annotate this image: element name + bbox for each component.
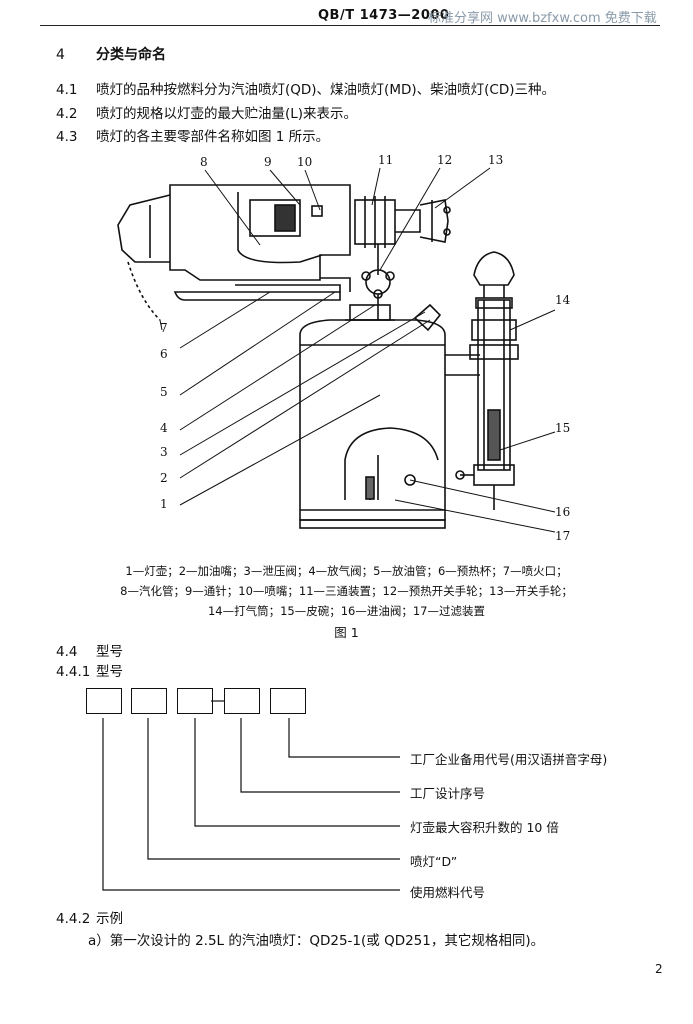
model-code-box-2 — [131, 688, 167, 714]
section-title: 分类与命名 — [96, 47, 166, 63]
blowtorch-figure: 1 2 3 4 5 6 7 8 9 10 11 12 13 14 15 16 1… — [117, 153, 571, 543]
clause-4-4: 4.4 型号 — [56, 640, 123, 660]
clause-4-1: 4.1 喷灯的品种按燃料分为汽油喷灯(QD)、煤油喷灯(MD)、柴油喷灯(CD)三… — [56, 78, 555, 98]
callout-17: 17 — [555, 529, 570, 543]
clause-number: 4.2 — [56, 106, 78, 122]
model-code-box-1 — [86, 688, 122, 714]
model-code-box-5 — [270, 688, 306, 714]
callout-4: 4 — [160, 421, 168, 435]
release-valve — [413, 303, 442, 332]
clause-text: 喷灯的各主要零部件名称如图 1 所示。 — [96, 129, 330, 145]
figure-caption-line-2: 8—汽化管；9—通针；10—喷嘴；11—三通装置；12—预热开关手轮；13—开关… — [120, 584, 573, 598]
clause-number: 4.3 — [56, 129, 78, 145]
callout-8: 8 — [200, 155, 208, 169]
header-rule — [40, 25, 660, 26]
callout-3: 3 — [160, 445, 168, 459]
nozzle-block — [249, 199, 301, 237]
callout-5: 5 — [160, 385, 168, 399]
page-number: 2 — [655, 962, 663, 976]
figure-title: 图 1 — [334, 625, 359, 640]
tank-inner-arch — [344, 427, 439, 500]
model-label-design-serial: 工厂设计序号 — [410, 786, 486, 801]
callout-1: 1 — [160, 497, 168, 511]
air-pump — [477, 299, 511, 471]
callout-15: 15 — [555, 421, 570, 435]
clause-text: 喷灯的品种按燃料分为汽油喷灯(QD)、煤油喷灯(MD)、柴油喷灯(CD)三种。 — [96, 82, 555, 98]
clause-4-3: 4.3 喷灯的各主要零部件名称如图 1 所示。 — [56, 125, 329, 145]
model-label-factory-code: 工厂企业备用代号(用汉语拼音字母) — [410, 752, 608, 767]
clause-4-2: 4.2 喷灯的规格以灯壶的最大贮油量(L)来表示。 — [56, 102, 357, 122]
callout-14: 14 — [555, 293, 571, 307]
clause-number: 4.4.1 — [56, 664, 91, 680]
clause-text: 喷灯的规格以灯壶的最大贮油量(L)来表示。 — [96, 106, 358, 122]
callout-7: 7 — [160, 321, 168, 335]
callout-6: 6 — [160, 347, 168, 361]
pump-knob — [473, 251, 515, 286]
model-code-leaders — [102, 700, 400, 891]
vaporizer-tube — [237, 192, 323, 264]
fuel-tank — [299, 319, 446, 521]
switch-handwheel — [419, 199, 449, 243]
model-code-box-4 — [224, 688, 260, 714]
clause-title: 型号 — [96, 644, 123, 660]
callout-10: 10 — [297, 155, 312, 169]
clause-number: 4.1 — [56, 82, 78, 98]
model-code-box-3 — [177, 688, 213, 714]
burner-head — [169, 184, 351, 281]
callout-9: 9 — [264, 155, 272, 169]
clause-title: 型号 — [96, 664, 123, 680]
figure-caption-line-1: 1—灯壶；2—加油嘴；3—泄压阀；4—放气阀；5—放油管；6—预热杯；7—喷火口… — [125, 564, 568, 578]
clause-number: 4.4.2 — [56, 911, 91, 927]
callout-13: 13 — [488, 153, 503, 167]
callout-12: 12 — [437, 153, 452, 167]
standard-code: QB/T 1473—2000 — [318, 8, 450, 23]
model-label-fuel-code: 使用燃料代号 — [410, 885, 486, 900]
clause-title: 示例 — [96, 911, 123, 927]
preheat-cup — [173, 291, 341, 301]
clause-4-4-1: 4.4.1 型号 — [56, 660, 123, 680]
model-label-volume: 灯壶最大容积升数的 10 倍 — [410, 820, 559, 835]
watermark: 标准分享网 www.bzfxw.com 免费下载 — [428, 11, 657, 26]
nozzle-mouth — [117, 194, 171, 263]
example-a: a）第一次设计的 2.5L 的汽油喷灯：QD25-1(或 QD251，其它规格相… — [88, 933, 545, 949]
model-label-blowtorch-d: 喷灯“D” — [410, 854, 458, 869]
callout-2: 2 — [160, 471, 168, 485]
clause-number: 4.4 — [56, 644, 78, 660]
clause-4-4-2: 4.4.2 示例 — [56, 907, 123, 927]
figure-caption-line-3: 14—打气筒；15—皮碗；16—进油阀；17—过滤装置 — [207, 604, 486, 618]
callout-16: 16 — [555, 505, 570, 519]
callout-11: 11 — [378, 153, 393, 167]
section-heading: 4 分类与命名 — [56, 44, 166, 64]
section-number: 4 — [56, 47, 65, 63]
